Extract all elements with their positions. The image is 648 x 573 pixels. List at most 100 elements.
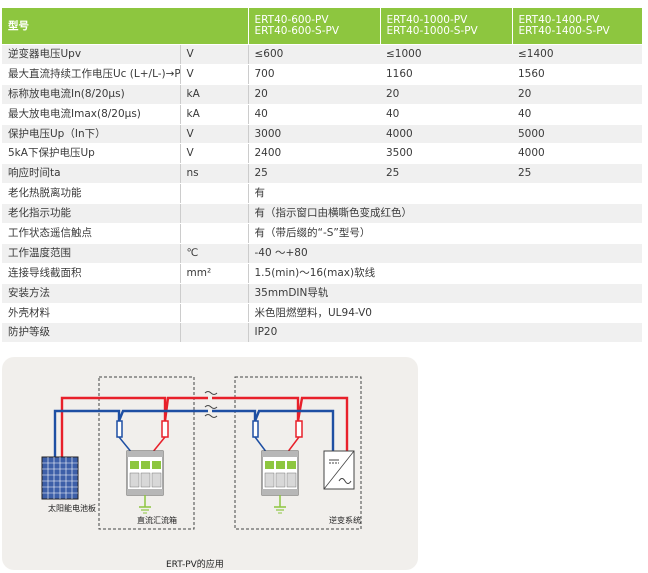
wiring-diagram-svg (41, 376, 362, 530)
value-cell: 3000 (247, 124, 380, 145)
value-cell: 1160 (380, 64, 512, 85)
positive-wire (60, 396, 349, 457)
param-cell: 老化热脱离功能 (2, 183, 180, 205)
value-cell: 5000 (512, 124, 642, 145)
param-cell: 安装方法 (2, 283, 180, 304)
table-row: 工作状态遥信触点 有（带后缀的“-S”型号） (2, 223, 642, 244)
value-cell: 40 (247, 104, 380, 125)
table-row: 防护等级 IP20 (2, 322, 642, 344)
param-cell: 最大直流持续工作电压Uc (L+/L-)→PE (2, 64, 180, 85)
fuse-positive-1 (161, 420, 169, 438)
unit-cell (179, 183, 248, 205)
value-cell: 20 (247, 84, 380, 105)
model-header-label: 型号 (2, 8, 180, 45)
solar-panel-label: 太阳能电池板 (48, 504, 96, 513)
unit-cell (179, 283, 248, 304)
value-cell: 20 (380, 84, 512, 105)
fuse-negative-2 (252, 420, 259, 438)
value-cell: 有（指示窗口由横嘶色变成红色） (247, 203, 642, 225)
value-cell: IP20 (247, 322, 642, 344)
diagram-caption: ERT-PV的应用 (166, 560, 224, 570)
value-cell: 25 (512, 163, 642, 185)
value-cell: 25 (380, 163, 512, 185)
value-cell: 4000 (512, 143, 642, 165)
application-diagram: 太阳能电池板 直流汇流箱 逆变系统 (2, 357, 418, 570)
param-cell: 防护等级 (2, 322, 180, 344)
param-cell: 响应时间ta (2, 163, 180, 185)
value-cell: 25 (247, 163, 380, 185)
unit-cell (179, 203, 248, 225)
value-cell: -40 ～+80 (247, 243, 642, 264)
table-row: 老化热脱离功能 有 (2, 183, 642, 205)
value-cell: 3500 (380, 143, 512, 165)
unit-cell (179, 322, 248, 344)
spd-module-1 (126, 450, 164, 514)
value-cell: 4000 (380, 124, 512, 145)
value-cell: 700 (247, 64, 380, 85)
value-cell: 1.5(min)～16(max)软线 (247, 263, 642, 284)
unit-cell: V (179, 64, 248, 85)
unit-cell: kA (179, 104, 248, 125)
unit-cell (179, 223, 248, 244)
value-cell: 40 (512, 104, 642, 125)
unit-cell: mm² (179, 263, 248, 284)
unit-cell: V (179, 124, 248, 145)
combiner-box-label: 直流汇流箱 (137, 516, 177, 525)
solar-panel-icon (41, 456, 79, 500)
table-row: 安装方法 35mmDIN导轨 (2, 283, 642, 304)
value-cell: 35mmDIN导轨 (247, 283, 642, 304)
param-cell: 连接导线截面积 (2, 263, 180, 284)
table-row: 外壳材料 米色阻燃塑料，UL94-V0 (2, 303, 642, 324)
table-row: 工作温度范围℃-40 ～+80 (2, 243, 642, 264)
param-cell: 外壳材料 (2, 303, 180, 324)
inverter-box-outline (234, 376, 362, 530)
unit-cell: ℃ (179, 243, 248, 264)
value-cell: ≤1400 (512, 44, 642, 65)
value-cell: 20 (512, 84, 642, 105)
unit-cell: kA (179, 84, 248, 105)
fuse-negative-1 (116, 420, 123, 438)
unit-cell: V (179, 44, 248, 65)
param-cell: 保护电压Up（In下） (2, 124, 180, 145)
negative-wire (53, 409, 335, 457)
unit-header (180, 8, 248, 45)
value-cell: 2400 (247, 143, 380, 165)
value-cell: 40 (380, 104, 512, 125)
param-cell: 5kA下保护电压Up (2, 143, 180, 165)
unit-cell: ns (179, 163, 248, 185)
inverter-icon (323, 450, 355, 490)
param-cell: 老化指示功能 (2, 203, 180, 225)
value-cell: 1560 (512, 64, 642, 85)
value-cell: 有（带后缀的“-S”型号） (247, 223, 642, 244)
line-break-mark (204, 391, 218, 418)
unit-cell (179, 303, 248, 324)
param-cell: 标称放电电流In(8/20μs) (2, 84, 180, 105)
value-cell: ≤1000 (380, 44, 512, 65)
value-cell: 有 (247, 183, 642, 205)
fuse-positive-2 (295, 420, 303, 438)
spd-module-2 (261, 450, 299, 514)
combiner-box-outline (98, 376, 195, 530)
param-cell: 逆变器电压Upv (2, 44, 180, 65)
param-cell: 工作状态遥信触点 (2, 223, 180, 244)
unit-cell: V (179, 143, 248, 165)
param-cell: 工作温度范围 (2, 243, 180, 264)
value-cell: ≤600 (247, 44, 380, 65)
inverter-system-label: 逆变系统 (329, 516, 361, 525)
table-row: 老化指示功能 有（指示窗口由横嘶色变成红色） (2, 203, 642, 225)
param-cell: 最大放电电流Imax(8/20μs) (2, 104, 180, 125)
value-cell: 米色阻燃塑料，UL94-V0 (247, 303, 642, 324)
